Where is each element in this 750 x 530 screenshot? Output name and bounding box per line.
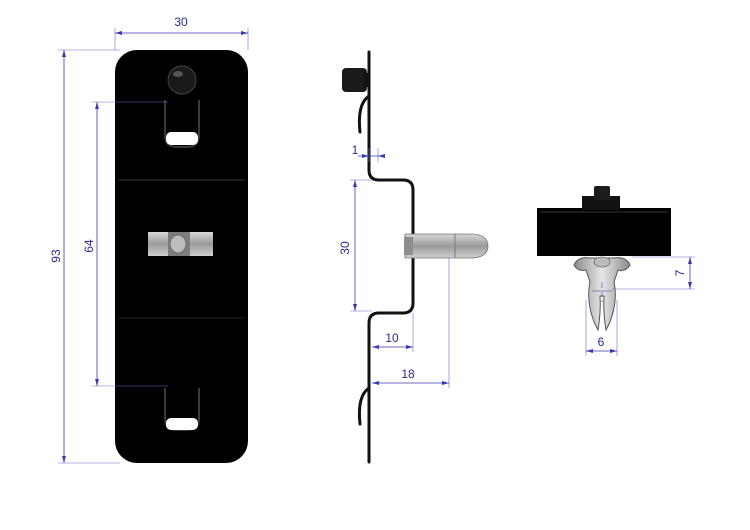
depth-dim-label: 10	[385, 331, 399, 345]
width-dim-label: 30	[174, 15, 188, 29]
metal-pin	[404, 233, 489, 259]
lower-hook	[357, 386, 371, 426]
front-view: 30 93 64	[49, 15, 249, 464]
end-knob	[594, 186, 610, 200]
end-knob-base	[582, 196, 620, 210]
center-rivet	[169, 234, 187, 254]
top-knob	[167, 65, 197, 95]
bottom-slot-opening	[166, 418, 198, 430]
upper-hook	[357, 94, 371, 134]
top-slot-opening	[166, 132, 198, 145]
mounting-plate	[115, 50, 248, 463]
clip-width-dim-label: 6	[598, 335, 605, 349]
offset-dim-label: 1	[352, 143, 359, 157]
side-knob	[342, 68, 367, 92]
end-plate	[537, 208, 671, 256]
pin-reach-dim-label: 18	[401, 367, 415, 381]
pin-base	[404, 237, 413, 255]
knob-highlight	[173, 71, 183, 77]
top-slot-frame	[164, 100, 200, 148]
side-knob-neck	[364, 73, 369, 87]
height-dim-label: 93	[49, 249, 63, 263]
clip-height-dim-label: 7	[673, 269, 687, 276]
side-view: 1 30 10 18	[338, 50, 489, 464]
step-height-dim-label: 30	[338, 241, 352, 255]
slot-spacing-dim-label: 64	[82, 239, 96, 253]
end-view: 7 6	[537, 186, 695, 356]
